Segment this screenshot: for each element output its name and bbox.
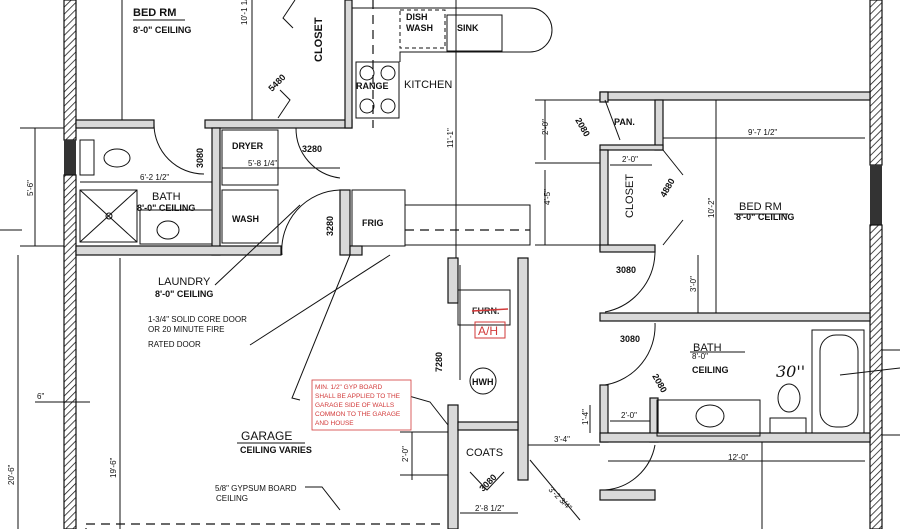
toilet-icon <box>103 148 131 168</box>
door-label: 3080 <box>616 265 636 275</box>
exterior-wall-left <box>63 0 77 141</box>
pantry-label: PAN. <box>614 117 635 127</box>
door-label: 2080 <box>573 116 592 138</box>
door-label: 7280 <box>434 352 444 372</box>
dim-label: 11'-1" <box>446 128 455 148</box>
washer-label: WASH <box>232 214 259 224</box>
handwritten-note: 30'' <box>776 362 805 381</box>
bedroom-2-ceiling: 8'-0" CEILING <box>736 212 794 222</box>
sink-icon <box>156 220 180 240</box>
door-label: 3280 <box>302 144 322 154</box>
dim-label: 6'-2 1/2" <box>140 173 169 182</box>
laundry-label: LAUNDRY <box>158 276 211 288</box>
dim-label: 2'-8 1/2" <box>475 504 504 513</box>
dim-label: 5'-6" <box>26 180 35 196</box>
bath-2-label: BATH <box>693 342 722 354</box>
dim-label: 3'-2 3/4" <box>547 485 574 512</box>
window-left <box>64 140 76 175</box>
door-note: OR 20 MINUTE FIRE <box>148 325 224 334</box>
door-label: 4880 <box>658 177 677 199</box>
door-label: 5480 <box>266 72 287 93</box>
fixtures <box>79 0 865 529</box>
gypsum-note: CEILING <box>216 494 248 503</box>
bedroom-1-ceiling: 8'-0" CEILING <box>133 25 191 35</box>
closet-1-label: CLOSET <box>313 17 325 62</box>
dryer-box <box>221 129 279 186</box>
door-label: 3080 <box>477 472 498 493</box>
exterior-wall-right <box>869 224 883 529</box>
toilet-icon <box>777 383 801 413</box>
dim-label: 4'-5" <box>543 189 552 205</box>
dim-label: 19'-6" <box>109 457 118 478</box>
dim-label: 9'-7 1/2" <box>748 128 777 137</box>
vanity <box>656 399 761 437</box>
range-label: RANGE <box>356 81 389 91</box>
furnace-label: FURN. <box>472 306 500 316</box>
bath-2-ceiling: CEILING <box>692 365 729 375</box>
air-handler-label: A/H <box>478 324 498 338</box>
dishwasher-label: DISH <box>406 12 428 22</box>
bedroom-1-label: BED RM <box>133 7 176 19</box>
svg-text:MIN. 1/2" GYP BOARD: MIN. 1/2" GYP BOARD <box>315 384 383 391</box>
bath-2-ceiling: 8'-0" <box>692 352 708 361</box>
fridge-label: FRIG <box>362 218 384 228</box>
svg-text:SHALL BE APPLIED TO THE: SHALL BE APPLIED TO THE <box>315 393 401 400</box>
laundry-ceiling: 8'-0" CEILING <box>155 289 213 299</box>
kitchen-sink <box>446 14 503 52</box>
bedroom-2-label: BED RM <box>739 201 782 213</box>
sink-label: SINK <box>457 23 479 33</box>
dim-label: 3'-0" <box>689 276 698 292</box>
dim-label: 5'-8 1/4" <box>248 159 277 168</box>
dishwasher-box <box>399 9 446 49</box>
gyp-board-note: MIN. 1/2" GYP BOARD SHALL BE APPLIED TO … <box>311 379 412 431</box>
svg-text:AND HOUSE: AND HOUSE <box>315 420 354 427</box>
dim-label: 2'-0" <box>541 119 550 135</box>
door-note: 1-3/4" SOLID CORE DOOR <box>148 315 247 324</box>
door-label: 2080 <box>650 372 669 394</box>
svg-text:GARAGE SIDE OF WALLS: GARAGE SIDE OF WALLS <box>315 402 395 409</box>
dim-label: 2'-0" <box>622 155 638 164</box>
dim-label: 2'-0" <box>621 411 637 420</box>
window-right <box>870 165 882 225</box>
svg-text:COMMON TO THE GARAGE: COMMON TO THE GARAGE <box>315 411 401 418</box>
exterior-wall-left <box>63 174 77 529</box>
water-heater-label: HWH <box>472 377 494 387</box>
door-note: RATED DOOR <box>148 340 201 349</box>
range-box <box>355 61 400 119</box>
interior-walls <box>75 0 871 529</box>
bath-1-label: BATH <box>152 191 181 203</box>
garage-label: GARAGE <box>241 429 292 443</box>
dishwasher-label: WASH <box>406 23 433 33</box>
kitchen-label: KITCHEN <box>404 79 452 91</box>
shower-icon <box>79 189 138 243</box>
furnace-box <box>457 289 511 326</box>
coats-label: COATS <box>466 447 503 459</box>
dim-label: 3'-4" <box>554 435 570 444</box>
water-heater-icon <box>469 367 497 395</box>
dim-label: 12'-0" <box>728 453 749 462</box>
room-labels: BED RM 8'-0" CEILING 10'-1 1/2" CLOSET 5… <box>7 0 805 513</box>
bath-1-ceiling: 8'-0" CEILING <box>137 203 195 213</box>
door-label: 3280 <box>325 216 335 236</box>
gypsum-note: 5/8" GYPSUM BOARD <box>215 484 297 493</box>
door-label: 3080 <box>195 148 205 168</box>
dim-label: 1'-4" <box>581 409 590 425</box>
dim-label: 20'-6" <box>7 464 16 485</box>
garage-ceiling: CEILING VARIES <box>240 445 312 455</box>
closet-2-label: CLOSET <box>624 174 636 218</box>
exterior-wall-right <box>869 0 883 166</box>
dim-label: 6" <box>37 392 44 401</box>
washer-box <box>221 189 279 244</box>
door-label: 3080 <box>620 334 640 344</box>
dim-label: 2'-0" <box>401 446 410 462</box>
dryer-label: DRYER <box>232 141 264 151</box>
dim-label: 10'-1 1/2" <box>240 0 249 25</box>
dim-label: 10'-2" <box>707 197 716 218</box>
doors <box>153 0 684 491</box>
bathtub <box>811 329 865 434</box>
